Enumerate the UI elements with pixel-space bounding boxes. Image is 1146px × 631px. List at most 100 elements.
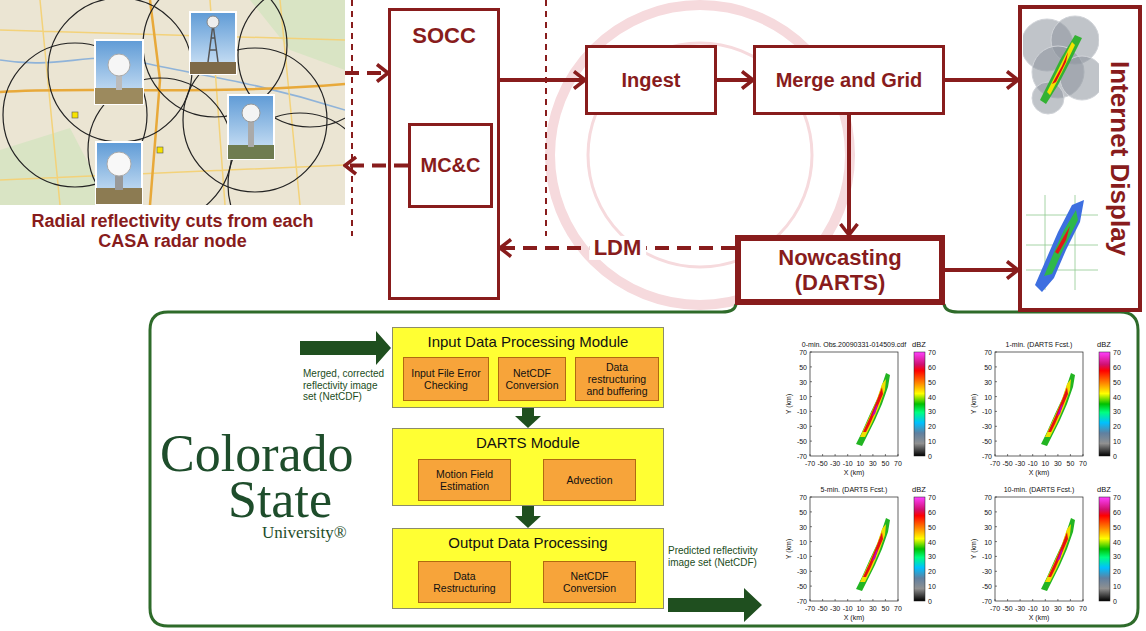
colorbar-tick: 20	[928, 423, 936, 430]
axis-tick: 30	[799, 523, 807, 530]
axis-tick: -30	[1015, 605, 1025, 612]
colorbar-tick: 40	[1113, 393, 1121, 400]
colorbar-tick: 30	[928, 408, 936, 415]
process-box: MC&C	[408, 123, 493, 208]
axis-tick: -70	[797, 453, 807, 460]
nowcast-box: Nowcasting (DARTS)	[735, 235, 945, 305]
colorbar	[1099, 352, 1110, 456]
axis-title: X (km)	[844, 469, 865, 476]
radar-marker	[72, 112, 78, 118]
axis-tick: -30	[830, 460, 840, 467]
axis-tick: 10	[799, 393, 807, 400]
input-arrow	[300, 331, 391, 365]
module-box: Input Data Processing ModuleInput File E…	[392, 327, 664, 408]
photo-ground	[190, 62, 236, 74]
center-box: SOCCMC&C	[388, 8, 500, 300]
node-label: Data Restructuring	[421, 570, 508, 594]
connector-arrow	[522, 506, 534, 516]
axis-tick: -10	[1028, 460, 1038, 467]
axis-title: X (km)	[1029, 614, 1050, 621]
plot-title: 0-min. Obs.20090331-014509.cdf	[802, 341, 906, 348]
step-box: NetCDF Conversion	[543, 561, 636, 603]
colorbar-tick: 10	[1113, 438, 1121, 445]
axis-tick: 50	[799, 508, 807, 515]
process-box: Ingest	[585, 45, 717, 115]
display-box: Internet Display	[1018, 5, 1142, 312]
range-ring	[48, 0, 192, 142]
radar-dome	[108, 54, 130, 76]
axis-tick: 30	[984, 378, 992, 385]
step-box: Input File Error Checking	[403, 357, 489, 401]
axis-tick: -30	[797, 423, 807, 430]
county-lines	[1026, 195, 1098, 290]
connector-arrow	[522, 408, 534, 416]
axis-tick: 70	[984, 349, 992, 356]
axis-tick: -30	[982, 568, 992, 575]
connector-arrow	[345, 71, 388, 75]
axis-tick: -70	[982, 453, 992, 460]
radar-map-node: Radial reflectivity cuts from each CASA …	[0, 0, 345, 254]
axis-tick: -30	[982, 423, 992, 430]
axis-tick: 30	[1054, 460, 1062, 467]
module-box: Output Data ProcessingData Restructuring…	[392, 528, 664, 609]
axis-tick: 50	[1067, 605, 1075, 612]
axis-tick: -50	[797, 438, 807, 445]
colorbar-tick: 60	[1113, 363, 1121, 370]
axis-title: X (km)	[844, 614, 865, 621]
node-label: Data restructuring and buffering	[578, 361, 656, 397]
axis-tick: 70	[799, 494, 807, 501]
step-box: NetCDF Conversion	[498, 357, 566, 401]
range-ring	[183, 48, 327, 192]
radar-marker	[157, 147, 163, 153]
logo-text: Colorado	[160, 428, 354, 480]
axis-tick: 30	[984, 523, 992, 530]
process-box: Merge and Grid	[753, 45, 945, 115]
plot-title: 5-min. (DARTS Fcst.)	[821, 486, 888, 493]
axis-tick: 50	[1067, 460, 1075, 467]
axis-tick: 70	[1079, 460, 1087, 467]
storm-echo	[1047, 42, 1075, 95]
node-label: DARTS Module	[476, 429, 580, 451]
axis-tick: -70	[797, 598, 807, 605]
radar-mast	[248, 119, 254, 147]
storm-echo	[1040, 35, 1082, 104]
colorbar-tick: 70	[928, 494, 936, 501]
photo-ground	[96, 188, 142, 204]
axis-tick: -50	[982, 583, 992, 590]
colorbar-tick: 50	[928, 378, 936, 385]
axis-tick: -10	[982, 553, 992, 560]
photo-sky	[96, 142, 142, 204]
axis-tick: 70	[799, 349, 807, 356]
axis-tick: -70	[990, 605, 1000, 612]
axis-tick: 30	[869, 605, 877, 612]
axis-tick: -50	[818, 460, 828, 467]
axis-tick: -10	[843, 605, 853, 612]
connector-arrow	[500, 78, 585, 82]
axis-tick: -10	[1028, 605, 1038, 612]
forecast-core	[1055, 226, 1070, 254]
axis-tick: -30	[830, 605, 840, 612]
node-label: Advection	[566, 474, 612, 486]
radar-photo	[95, 40, 143, 104]
connector-arrow	[345, 164, 408, 168]
step-box: Data restructuring and buffering	[575, 357, 659, 401]
colorbar-tick: 0	[928, 453, 932, 460]
node-label: Output Data Processing	[448, 529, 607, 551]
photo-ground	[228, 145, 274, 159]
colorbar-tick: 30	[1113, 553, 1121, 560]
arrow-caption: Merged, corrected reflectivity image set…	[303, 368, 389, 403]
axis-tick: 50	[984, 363, 992, 370]
logo-text: State	[228, 474, 332, 526]
node-label: Ingest	[618, 69, 685, 92]
axis-tick: 70	[894, 460, 902, 467]
reflectivity-plot	[810, 497, 898, 601]
step-box: Advection	[543, 459, 636, 501]
reflectivity-plot	[810, 352, 898, 456]
node-label: Internet Display	[1104, 61, 1135, 256]
axis-tick: 30	[799, 378, 807, 385]
step-box: Motion Field Estimation	[418, 459, 511, 501]
radar-photo	[96, 142, 142, 204]
connectors	[345, 73, 1018, 582]
axis-title: X (km)	[1029, 469, 1050, 476]
